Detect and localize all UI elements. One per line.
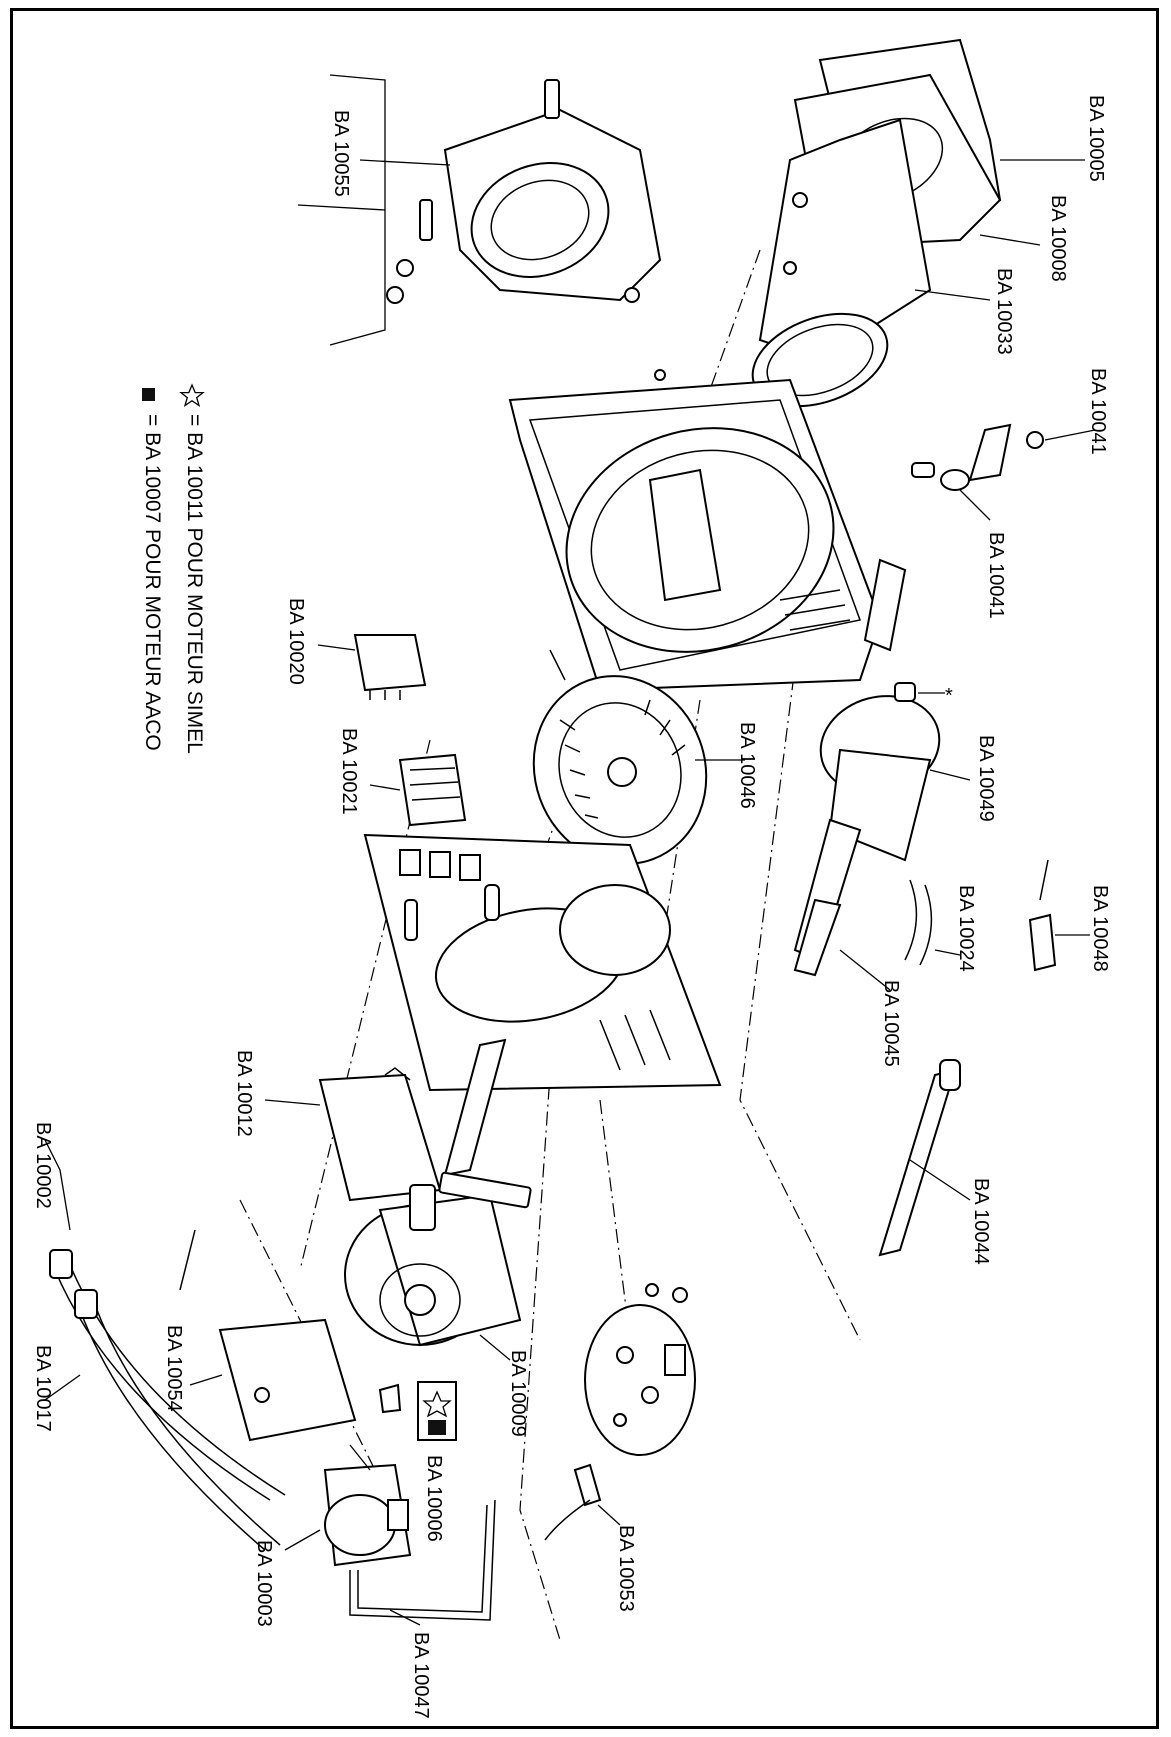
part-label-10003: BA 10003 [253, 1540, 275, 1627]
mounting-plate-part [363, 833, 722, 1177]
leader-10053 [597, 1504, 621, 1526]
legend-star-icon [179, 383, 205, 408]
nozzle-line-assembly [793, 682, 1057, 1257]
part-label-10044: BA 10044 [970, 1178, 992, 1265]
part-label-10046: BA 10046 [736, 722, 758, 809]
part-label-10055: BA 10055 [330, 110, 352, 197]
leader-10006 [349, 1444, 371, 1471]
leader-10021 [369, 784, 401, 791]
leader-10049 [929, 769, 971, 781]
fuel-pump-assembly [49, 1249, 496, 1621]
leader-10020 [317, 644, 356, 651]
leader-10047 [389, 1609, 421, 1626]
part-label-10008: BA 10008 [1047, 195, 1069, 282]
part-label-10053: BA 10053 [615, 1525, 637, 1612]
connector-plug-part [353, 634, 427, 700]
legend-star-text: = BA 10011 POUR MOTEUR SIMEL [183, 414, 206, 754]
motor-cover-part [179, 1229, 357, 1442]
fan-wheel-part [532, 675, 708, 865]
legend-square-icon [142, 388, 155, 401]
motor-part [344, 1171, 532, 1347]
clamp-bracket-line [297, 74, 386, 346]
part-label-10021: BA 10021 [338, 728, 360, 815]
part-label-10048: BA 10048 [1089, 885, 1111, 972]
capacitor-box-part [318, 1067, 442, 1202]
terminal-block-part [398, 753, 467, 827]
leader-10003 [284, 1529, 321, 1551]
part-label-10047: BA 10047 [410, 1632, 432, 1719]
leader-10008 [979, 234, 1041, 246]
asterisk-marker: * [945, 685, 953, 707]
leader-10041-b [959, 489, 991, 521]
blast-tube-assembly [654, 38, 1002, 408]
clamp-flange-part [386, 79, 662, 304]
part-label-10049: BA 10049 [975, 735, 997, 822]
leader-10055 [359, 159, 451, 166]
drawing-frame [10, 8, 1159, 1729]
symbol-inset-box [417, 1381, 457, 1441]
leader-10054 [189, 1374, 223, 1386]
part-label-10017: BA 10017 [32, 1345, 54, 1432]
photocell-plate-part [544, 1283, 696, 1541]
leader-10012 [264, 1099, 321, 1106]
star-icon [422, 1390, 452, 1418]
leader-10033 [914, 289, 991, 301]
leader-10024 [934, 949, 961, 956]
leader-10044 [909, 1159, 971, 1201]
part-label-10002: BA 10002 [32, 1122, 54, 1209]
part-label-10006: BA 10006 [423, 1455, 445, 1542]
leader-10041-a [1044, 429, 1096, 441]
part-label-10020: BA 10020 [285, 598, 307, 685]
part-label-10024: BA 10024 [955, 885, 977, 972]
leader-10017 [44, 1374, 81, 1401]
legend: = BA 10011 POUR MOTEUR SIMEL = BA 10007 … [141, 383, 206, 754]
electrode-holder-part [911, 423, 1044, 491]
square-icon [428, 1420, 446, 1435]
leader-10002 [44, 1139, 71, 1231]
part-label-10033: BA 10033 [993, 268, 1015, 355]
part-label-10005: BA 10005 [1085, 95, 1107, 182]
part-label-10009: BA 10009 [507, 1350, 529, 1437]
part-label-10012: BA 10012 [233, 1050, 255, 1137]
part-label-10054: BA 10054 [163, 1325, 185, 1412]
part-label-10041-a: BA 10041 [1087, 368, 1109, 455]
legend-square-text: = BA 10007 POUR MOTEUR AACO [141, 414, 164, 751]
leader-10009 [479, 1334, 511, 1361]
part-label-10045: BA 10045 [880, 980, 902, 1067]
leader-10045 [839, 949, 891, 991]
part-label-10041-b: BA 10041 [985, 532, 1007, 619]
burner-housing-part [508, 378, 907, 692]
